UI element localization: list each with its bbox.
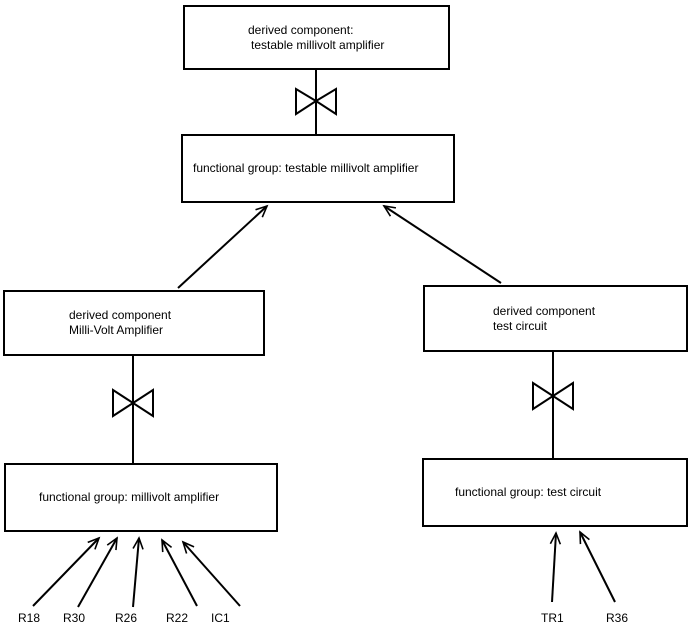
box-fg-testable-mv-amplifier: functional group: testable millivolt amp… xyxy=(181,134,455,203)
box-fg-test-circuit: functional group: test circuit xyxy=(422,458,688,527)
bowtie-icon xyxy=(295,87,337,116)
arrow-r30 xyxy=(77,536,118,608)
bowtie-icon xyxy=(532,381,574,411)
arrow-derived-test-to-fg-testable xyxy=(382,204,502,284)
component-label-r22: R22 xyxy=(166,611,189,625)
composition-connector-right xyxy=(532,352,574,458)
composition-connector-top xyxy=(295,70,337,135)
box-label: testable millivolt amplifier xyxy=(251,37,385,52)
arrow-r18 xyxy=(32,536,101,607)
bowtie-icon xyxy=(112,388,154,418)
component-label-r26: R26 xyxy=(115,611,138,625)
component-label-r36: R36 xyxy=(606,611,629,625)
box-label: functional group: test circuit xyxy=(455,485,602,499)
box-label: test circuit xyxy=(493,318,548,333)
box-label: functional group: millivolt amplifier xyxy=(39,490,220,504)
component-label-tr1: TR1 xyxy=(541,611,564,625)
box-label: derived component xyxy=(493,303,596,318)
component-label-ic1: IC1 xyxy=(211,611,230,625)
arrow-r22 xyxy=(161,538,198,607)
box-label: derived component: xyxy=(248,22,354,37)
box-label: derived component xyxy=(69,308,172,322)
box-label: functional group: testable millivolt amp… xyxy=(193,161,419,175)
arrow-tr1 xyxy=(549,531,562,603)
box-derived-mv-amplifier: derived component Milli-Volt Amplifier xyxy=(3,290,265,356)
component-label-r18: R18 xyxy=(18,611,41,625)
arrow-r36 xyxy=(579,530,616,603)
arrow-ic1 xyxy=(181,540,241,607)
arrow-r26 xyxy=(132,536,144,608)
box-fg-mv-amplifier: functional group: millivolt amplifier xyxy=(4,463,278,532)
box-label: Milli-Volt Amplifier xyxy=(69,323,164,337)
box-derived-testable-mv-amplifier: derived component: testable millivolt am… xyxy=(183,5,450,70)
composition-connector-left xyxy=(112,356,154,463)
arrow-derived-mv-to-fg-testable xyxy=(177,204,269,289)
component-label-r30: R30 xyxy=(63,611,86,625)
box-derived-test-circuit: derived component test circuit xyxy=(423,285,688,352)
